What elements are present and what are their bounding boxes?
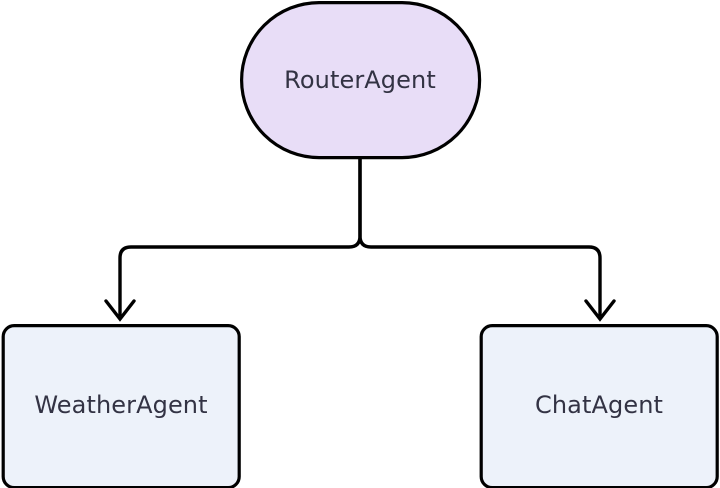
node-chat-agent-label: ChatAgent (535, 391, 663, 419)
node-router-agent-label: RouterAgent (284, 66, 436, 94)
node-router-agent-shape (240, 0, 482, 160)
arrowhead-weather-icon (104, 299, 136, 322)
node-router-agent[interactable]: RouterAgent (240, 0, 482, 160)
edge-group (104, 158, 616, 322)
edge-router-to-chat[interactable] (358, 158, 602, 316)
edge-router-to-weather[interactable] (118, 158, 362, 316)
arrowhead-chat-icon (584, 299, 616, 322)
node-weather-agent[interactable]: WeatherAgent (1, 324, 241, 488)
node-weather-agent-label: WeatherAgent (34, 391, 207, 419)
node-chat-agent[interactable]: ChatAgent (479, 324, 719, 488)
